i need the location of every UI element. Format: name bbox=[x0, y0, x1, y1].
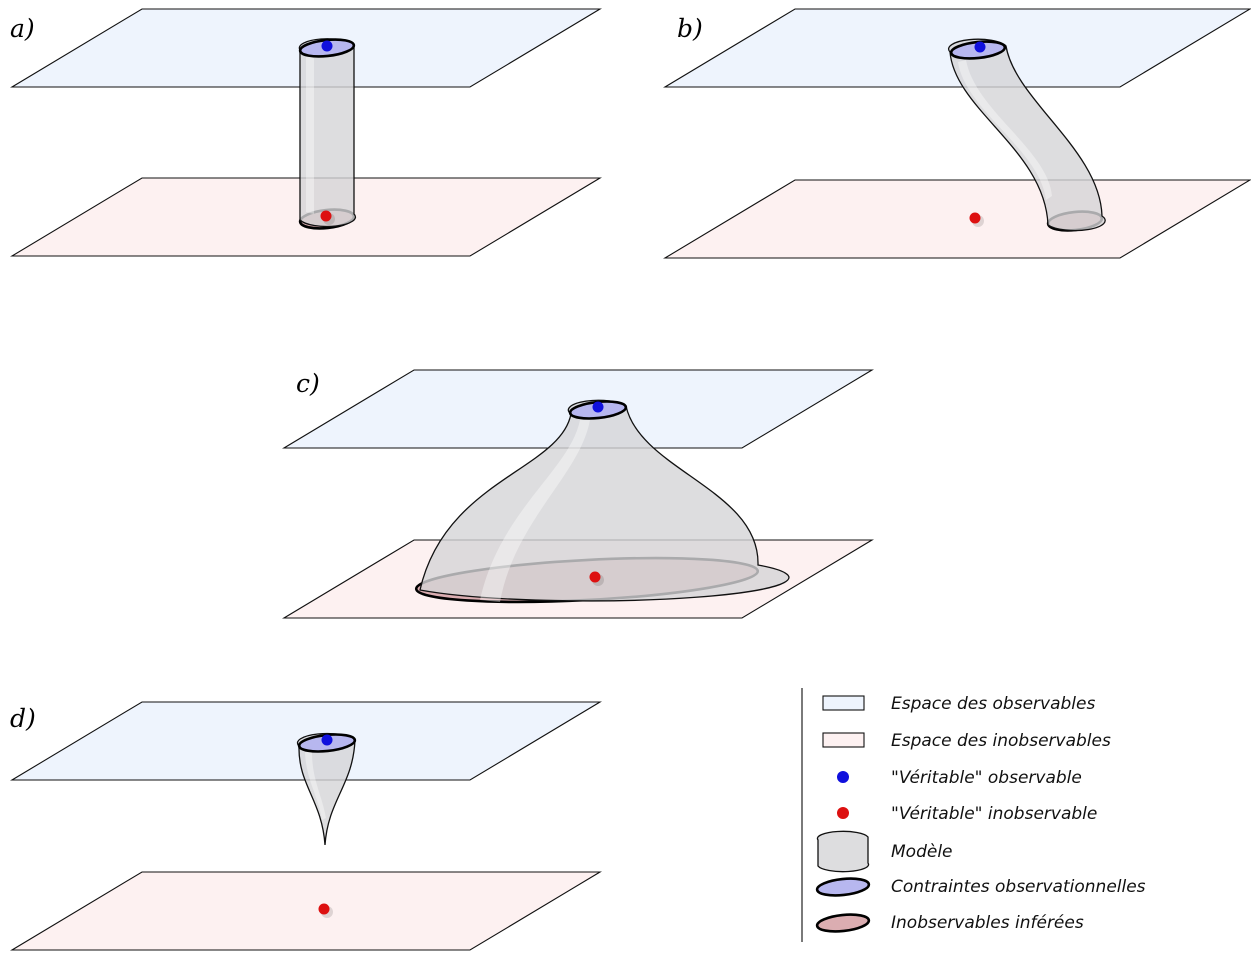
panel-a-true-unobservable-dot bbox=[320, 210, 332, 222]
panel-b-true-observable-dot bbox=[974, 41, 986, 53]
legend-unobservable-space-swatch bbox=[822, 732, 865, 748]
legend-inferred-unobservables-swatch bbox=[815, 913, 871, 933]
panel-c-true-unobservable-dot bbox=[589, 571, 601, 583]
panel-d: d) bbox=[10, 701, 602, 951]
panel-d-model-highlight bbox=[305, 752, 326, 820]
legend-model-swatch bbox=[816, 830, 870, 873]
legend-observational-constraints-label: Contraintes observationnelles bbox=[891, 877, 1146, 897]
panel-a: a) bbox=[10, 8, 602, 257]
panel-c-model-highlight bbox=[480, 420, 590, 602]
panel-b-model bbox=[947, 38, 1106, 232]
panel-c-true-observable-dot bbox=[592, 401, 604, 413]
legend-true-unobservable-dot bbox=[837, 807, 849, 819]
panel-d-true-unobservable-dot bbox=[318, 903, 330, 915]
legend-observational-constraints-swatch bbox=[815, 877, 871, 897]
panel-d-unobservable-plane bbox=[10, 871, 602, 951]
legend: Espace des observables Espace des inobse… bbox=[801, 688, 1146, 942]
panel-a-model-highlight bbox=[306, 56, 314, 214]
panel-b: b) bbox=[663, 8, 1251, 259]
panel-a-model bbox=[298, 38, 357, 228]
panel-b-label: b) bbox=[677, 14, 703, 43]
legend-true-unobservable-label: "Véritable" inobservable bbox=[891, 804, 1097, 824]
legend-true-observable-label: "Véritable" observable bbox=[891, 768, 1082, 788]
legend-model-label: Modèle bbox=[891, 842, 953, 862]
panel-c: c) bbox=[282, 369, 874, 619]
panel-d-label: d) bbox=[10, 704, 36, 733]
panel-a-label: a) bbox=[10, 14, 35, 43]
panel-d-model bbox=[296, 732, 356, 846]
panel-b-model-highlight bbox=[958, 60, 1052, 200]
panel-b-true-unobservable-dot bbox=[969, 212, 981, 224]
panel-a-true-observable-dot bbox=[321, 40, 333, 52]
panel-d-true-observable-dot bbox=[321, 734, 333, 746]
panel-c-label: c) bbox=[296, 369, 320, 398]
legend-unobservable-space-label: Espace des inobservables bbox=[891, 731, 1111, 751]
legend-observable-space-label: Espace des observables bbox=[891, 694, 1095, 714]
legend-observable-space-swatch bbox=[822, 695, 865, 711]
panel-b-unobservable-plane bbox=[663, 179, 1251, 259]
legend-inferred-unobservables-label: Inobservables inférées bbox=[891, 913, 1084, 933]
legend-true-observable-dot bbox=[837, 771, 849, 783]
